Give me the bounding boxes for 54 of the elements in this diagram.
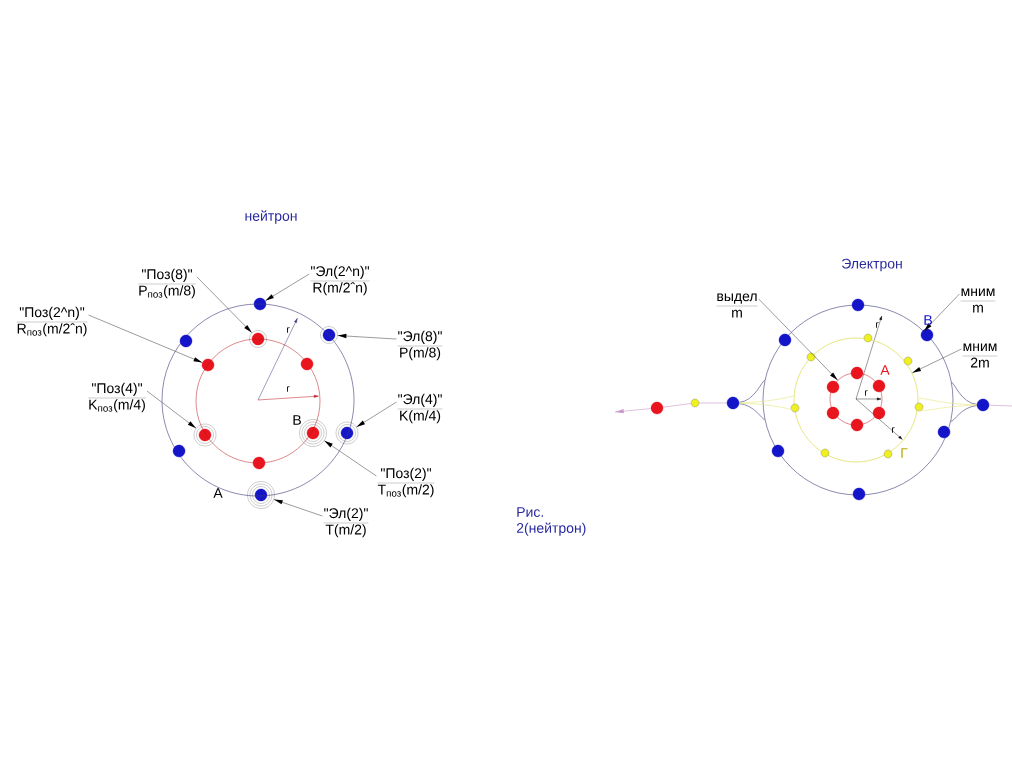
radius-label: r bbox=[287, 386, 290, 392]
callout-label: "Поз(8)" P$_{поз}$(m/8) bbox=[138, 268, 197, 299]
callout-label: "Эл(2^n)" R(m/2ˆn) bbox=[310, 265, 370, 296]
point-label: B bbox=[293, 415, 301, 425]
ringed-dot bbox=[247, 481, 275, 509]
orbit-circle bbox=[195, 338, 321, 464]
leader-line bbox=[273, 499, 323, 517]
orbit-circle bbox=[793, 337, 919, 463]
branch-line bbox=[918, 397, 978, 406]
section-title: Электрон bbox=[841, 258, 902, 272]
axis-line bbox=[698, 402, 728, 404]
branch-line bbox=[950, 405, 978, 422]
axis-line bbox=[662, 403, 692, 408]
radius-label: r bbox=[287, 327, 290, 333]
axis-line bbox=[614, 408, 652, 414]
leader-line bbox=[265, 273, 310, 302]
callout-label: "Поз(2^n)" R$_{поз}$(m/2ˆn) bbox=[16, 306, 88, 337]
leader-line bbox=[146, 390, 197, 429]
leader-line bbox=[923, 293, 960, 332]
callout-label: "Эл(2)" T(m/2) bbox=[323, 507, 369, 538]
callout-label: "Поз(4)" K$_{поз}$(m/4) bbox=[88, 382, 147, 413]
caption: Рис. 2(нейтрон) bbox=[516, 507, 586, 536]
branch-line bbox=[738, 402, 795, 410]
orbit-circle bbox=[762, 304, 954, 496]
leader-line bbox=[337, 333, 397, 340]
callout-label: мним 2m bbox=[962, 343, 998, 368]
branch-line bbox=[738, 395, 794, 404]
point-label: A bbox=[880, 365, 890, 375]
leader-line bbox=[356, 401, 397, 428]
leader-line bbox=[88, 314, 203, 363]
axis-line bbox=[988, 404, 1012, 407]
section-title: нейтрон bbox=[245, 210, 297, 224]
ringed-dot bbox=[335, 421, 359, 445]
callout-label: "Поз(2)" T$_{поз}$(m/2) bbox=[377, 467, 435, 498]
callout-label: "Эл(8)" P(m/8) bbox=[397, 330, 443, 361]
branch-line bbox=[951, 382, 978, 405]
ringed-dot bbox=[320, 326, 338, 344]
leader-line bbox=[324, 440, 377, 477]
point-label: Г bbox=[901, 448, 908, 458]
point-label: B bbox=[924, 315, 932, 325]
branch-line bbox=[917, 404, 978, 412]
leader-line bbox=[196, 276, 253, 334]
callout-label: мним m bbox=[960, 288, 996, 313]
radius-label: r bbox=[865, 390, 868, 396]
leader-line bbox=[911, 348, 962, 374]
branch-line bbox=[738, 380, 765, 403]
callout-label: "Эл(4)" K(m/4) bbox=[397, 393, 443, 424]
point-label: A bbox=[213, 488, 223, 498]
radius-label: r bbox=[876, 322, 879, 328]
callout-label: выдел m bbox=[716, 293, 758, 318]
orbit-circle bbox=[161, 303, 355, 497]
leader-line bbox=[758, 298, 838, 381]
branch-line bbox=[738, 403, 765, 420]
radius-label: r bbox=[892, 427, 895, 433]
